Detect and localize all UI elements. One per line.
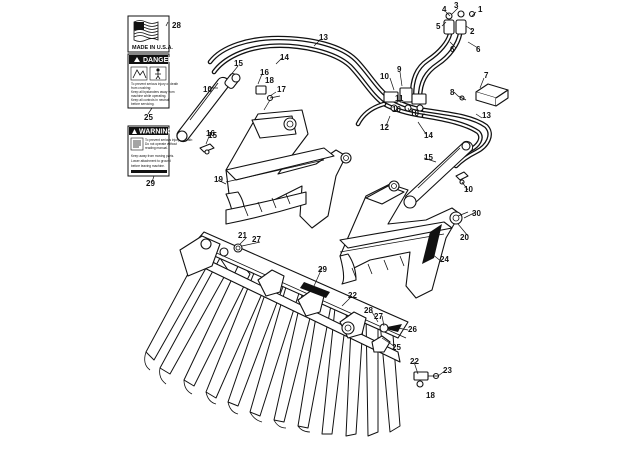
warning-line-5: Lower attachment to ground: [131, 159, 171, 163]
callout-30: 30: [472, 209, 481, 218]
left-grapple-arm: [225, 109, 352, 229]
hardware: [233, 85, 440, 388]
warning-line-4: Keep away from moving parts.: [131, 154, 174, 158]
arm-decal-stripe: [422, 224, 442, 264]
callout-14-top: 14: [280, 53, 289, 62]
danger-line-2: from crushing:: [131, 86, 151, 90]
warning-line-1: To prevent serious injury or death:: [145, 138, 193, 142]
callout-29-decal: 29: [146, 179, 155, 188]
callout-15-left: 15: [234, 59, 243, 68]
warning-line-3: reading manual.: [145, 146, 168, 150]
callout-1: 1: [478, 5, 483, 14]
callout-22-bottom: 22: [410, 357, 419, 366]
danger-line-5: Keep all controls in neutral: [131, 98, 169, 102]
callout-10-fitting: 10: [392, 105, 401, 114]
callout-25-decal: 25: [144, 113, 153, 122]
callout-13-top: 13: [319, 33, 328, 42]
callout-6-right: 6: [476, 45, 481, 54]
callout-22-top: 22: [348, 291, 357, 300]
danger-header: DANGER: [143, 57, 173, 64]
rake-decal-stripe: [300, 282, 330, 298]
callout-23: 23: [443, 366, 452, 375]
read-manual-icon: [130, 137, 144, 151]
callout-13-right: 13: [482, 111, 491, 120]
hydraulic-fittings: [383, 10, 476, 112]
danger-line-3: Keep all bystanders away from: [131, 90, 175, 94]
us-flag-icon: [133, 20, 159, 42]
danger-decal: DANGER To prevent serious injury or deat…: [127, 53, 178, 109]
callout-10-right-cylinder: 10: [464, 185, 473, 194]
leader-lines: [147, 7, 485, 377]
callout-25-rake: 25: [392, 343, 401, 352]
callout-15-lower: 15: [208, 131, 217, 140]
made-in-usa-text: MADE IN U.S.A.: [132, 45, 173, 51]
callout-numbers: 1 2 3 4 5 6 6 7 8 9 10 10 10 10 10 11 12…: [144, 1, 491, 400]
danger-line-4: machine while operating.: [131, 94, 166, 98]
hose-bracket: [457, 83, 509, 107]
callout-19: 19: [214, 175, 223, 184]
crush-hazard-icon: [130, 66, 167, 81]
callout-4: 4: [442, 5, 447, 14]
callout-6-left: 6: [450, 45, 455, 54]
callout-29-rake: 29: [318, 265, 327, 274]
washer-21: [233, 243, 243, 253]
callout-24: 24: [440, 255, 449, 264]
made-in-usa-decal: MADE IN U.S.A.: [127, 15, 173, 53]
callout-28-decal: 28: [172, 21, 181, 30]
warning-decal: WARNING To prevent serious injury or dea…: [127, 125, 193, 177]
callout-9: 9: [397, 65, 402, 74]
callout-11: 11: [395, 94, 404, 103]
callout-10-valve-left: 10: [380, 72, 389, 81]
callout-20: 20: [460, 233, 469, 242]
callout-21: 21: [238, 231, 247, 240]
warning-line-6: before leaving machine.: [131, 164, 165, 168]
callout-15-right: 15: [424, 153, 433, 162]
rake-frame: [144, 231, 409, 433]
warning-header: WARNING: [139, 129, 173, 136]
callout-18-bottom: 18: [426, 391, 435, 400]
callout-2: 2: [470, 27, 475, 36]
danger-line-6: before servicing.: [131, 102, 155, 106]
callout-10-left-cylinder: 10: [203, 85, 212, 94]
right-grapple-arm: [339, 180, 463, 299]
callout-3: 3: [454, 1, 459, 10]
callout-27-left: 27: [252, 235, 261, 244]
callout-14-right: 14: [424, 131, 433, 140]
callout-7: 7: [484, 71, 489, 80]
callout-18-top: 18: [265, 76, 274, 85]
callout-17: 17: [277, 85, 286, 94]
callout-10-valve-right: 10: [410, 109, 419, 118]
callout-26: 26: [408, 325, 417, 334]
danger-line-1: To prevent serious injury or death: [131, 82, 178, 86]
callout-28-rake: 28: [364, 306, 373, 315]
left-hydraulic-cylinder: [176, 73, 241, 155]
callout-27-right: 27: [374, 312, 383, 321]
callout-8: 8: [450, 88, 455, 97]
callout-16-top: 16: [260, 68, 269, 77]
callout-12: 12: [380, 123, 389, 132]
callout-16-left: 16: [206, 129, 215, 138]
warning-line-2: Do not operate without: [145, 142, 177, 146]
right-hydraulic-cylinder: [403, 140, 474, 209]
callout-5: 5: [436, 22, 441, 31]
